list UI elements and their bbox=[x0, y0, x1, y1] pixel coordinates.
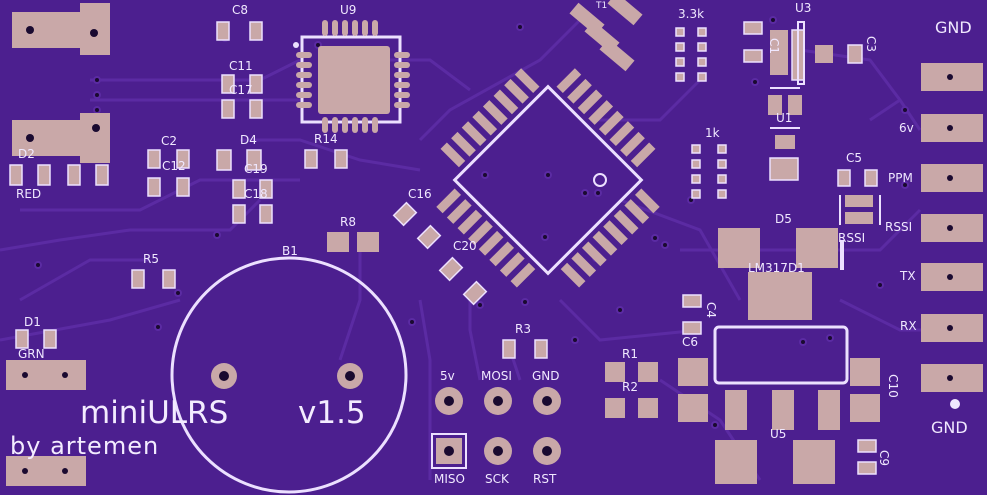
label-lm317: LM317D1 bbox=[748, 261, 805, 275]
pin-label-miso: MISO bbox=[434, 472, 465, 486]
label-c19: C19 bbox=[244, 162, 268, 176]
connector-label-gnd-bottom: GND bbox=[931, 418, 968, 437]
label-1k: 1k bbox=[705, 126, 720, 140]
label-c4: C4 bbox=[704, 301, 719, 319]
board-author: by artemen bbox=[10, 432, 160, 460]
smd-pads bbox=[9, 21, 880, 475]
label-d2: D2 bbox=[18, 147, 35, 161]
label-c11: C11 bbox=[229, 59, 253, 73]
connector-label-gnd-top: GND bbox=[935, 18, 972, 37]
label-t1: T1 bbox=[596, 1, 608, 11]
label-grn: GRN bbox=[18, 347, 45, 361]
label-c3: C3 bbox=[864, 35, 879, 53]
label-u3: U3 bbox=[795, 1, 812, 15]
connector-label-ppm: PPM bbox=[888, 171, 913, 185]
label-red: RED bbox=[16, 187, 42, 201]
label-c20: C20 bbox=[453, 239, 477, 253]
ic-mcu bbox=[436, 68, 660, 288]
connector-label-rssi: RSSI bbox=[885, 220, 913, 234]
label-c16: C16 bbox=[408, 187, 432, 201]
ic-u9 bbox=[293, 20, 410, 133]
label-c17: C17 bbox=[229, 83, 253, 97]
label-u5: U5 bbox=[770, 427, 787, 441]
label-d1: D1 bbox=[24, 315, 41, 329]
pin-label-rst: RST bbox=[533, 472, 557, 486]
label-r2: R2 bbox=[622, 380, 638, 394]
label-c10: C10 bbox=[885, 374, 900, 398]
label-u1: U1 bbox=[776, 111, 793, 125]
led-pads bbox=[12, 3, 110, 163]
label-d4: D4 bbox=[240, 133, 257, 147]
icsp-header bbox=[431, 387, 561, 469]
label-c8: C8 bbox=[232, 3, 249, 17]
pin-label-gnd: GND bbox=[532, 369, 560, 383]
regulator-outline bbox=[713, 325, 849, 385]
vias bbox=[34, 16, 960, 429]
pin-label-5v: 5v bbox=[440, 369, 455, 383]
label-d5: D5 bbox=[775, 212, 792, 226]
buzzer-b1-outline bbox=[170, 256, 408, 494]
label-c5: C5 bbox=[846, 151, 863, 165]
label-r3: R3 bbox=[515, 322, 531, 336]
label-c2: C2 bbox=[161, 134, 178, 148]
label-c1: C1 bbox=[767, 37, 782, 55]
board-version: v1.5 bbox=[298, 395, 366, 431]
connector-label-6v: 6v bbox=[899, 121, 914, 135]
regulator-pads bbox=[715, 228, 840, 484]
label-u9: U9 bbox=[340, 3, 357, 17]
label-c6: C6 bbox=[682, 335, 699, 349]
label-c9: C9 bbox=[877, 449, 892, 467]
label-b1: B1 bbox=[282, 244, 298, 258]
label-c18: C18 bbox=[244, 187, 268, 201]
connector-label-rx: RX bbox=[900, 319, 917, 333]
pin-label-sck: SCK bbox=[485, 472, 509, 486]
label-r5: R5 bbox=[143, 252, 159, 266]
label-r14: R14 bbox=[314, 132, 338, 146]
component-t1 bbox=[569, 0, 643, 72]
label-rssi-jumper: RSSI bbox=[838, 231, 866, 245]
label-3-3k: 3.3k bbox=[678, 7, 705, 21]
left-headers bbox=[6, 360, 86, 486]
pin-label-mosi: MOSI bbox=[481, 369, 512, 383]
board-title: miniULRS bbox=[80, 395, 229, 431]
label-r8: R8 bbox=[340, 215, 356, 229]
connector-label-tx: TX bbox=[900, 269, 916, 283]
label-r1: R1 bbox=[622, 347, 638, 361]
label-c12: C12 bbox=[162, 159, 186, 173]
right-connector bbox=[921, 63, 983, 392]
